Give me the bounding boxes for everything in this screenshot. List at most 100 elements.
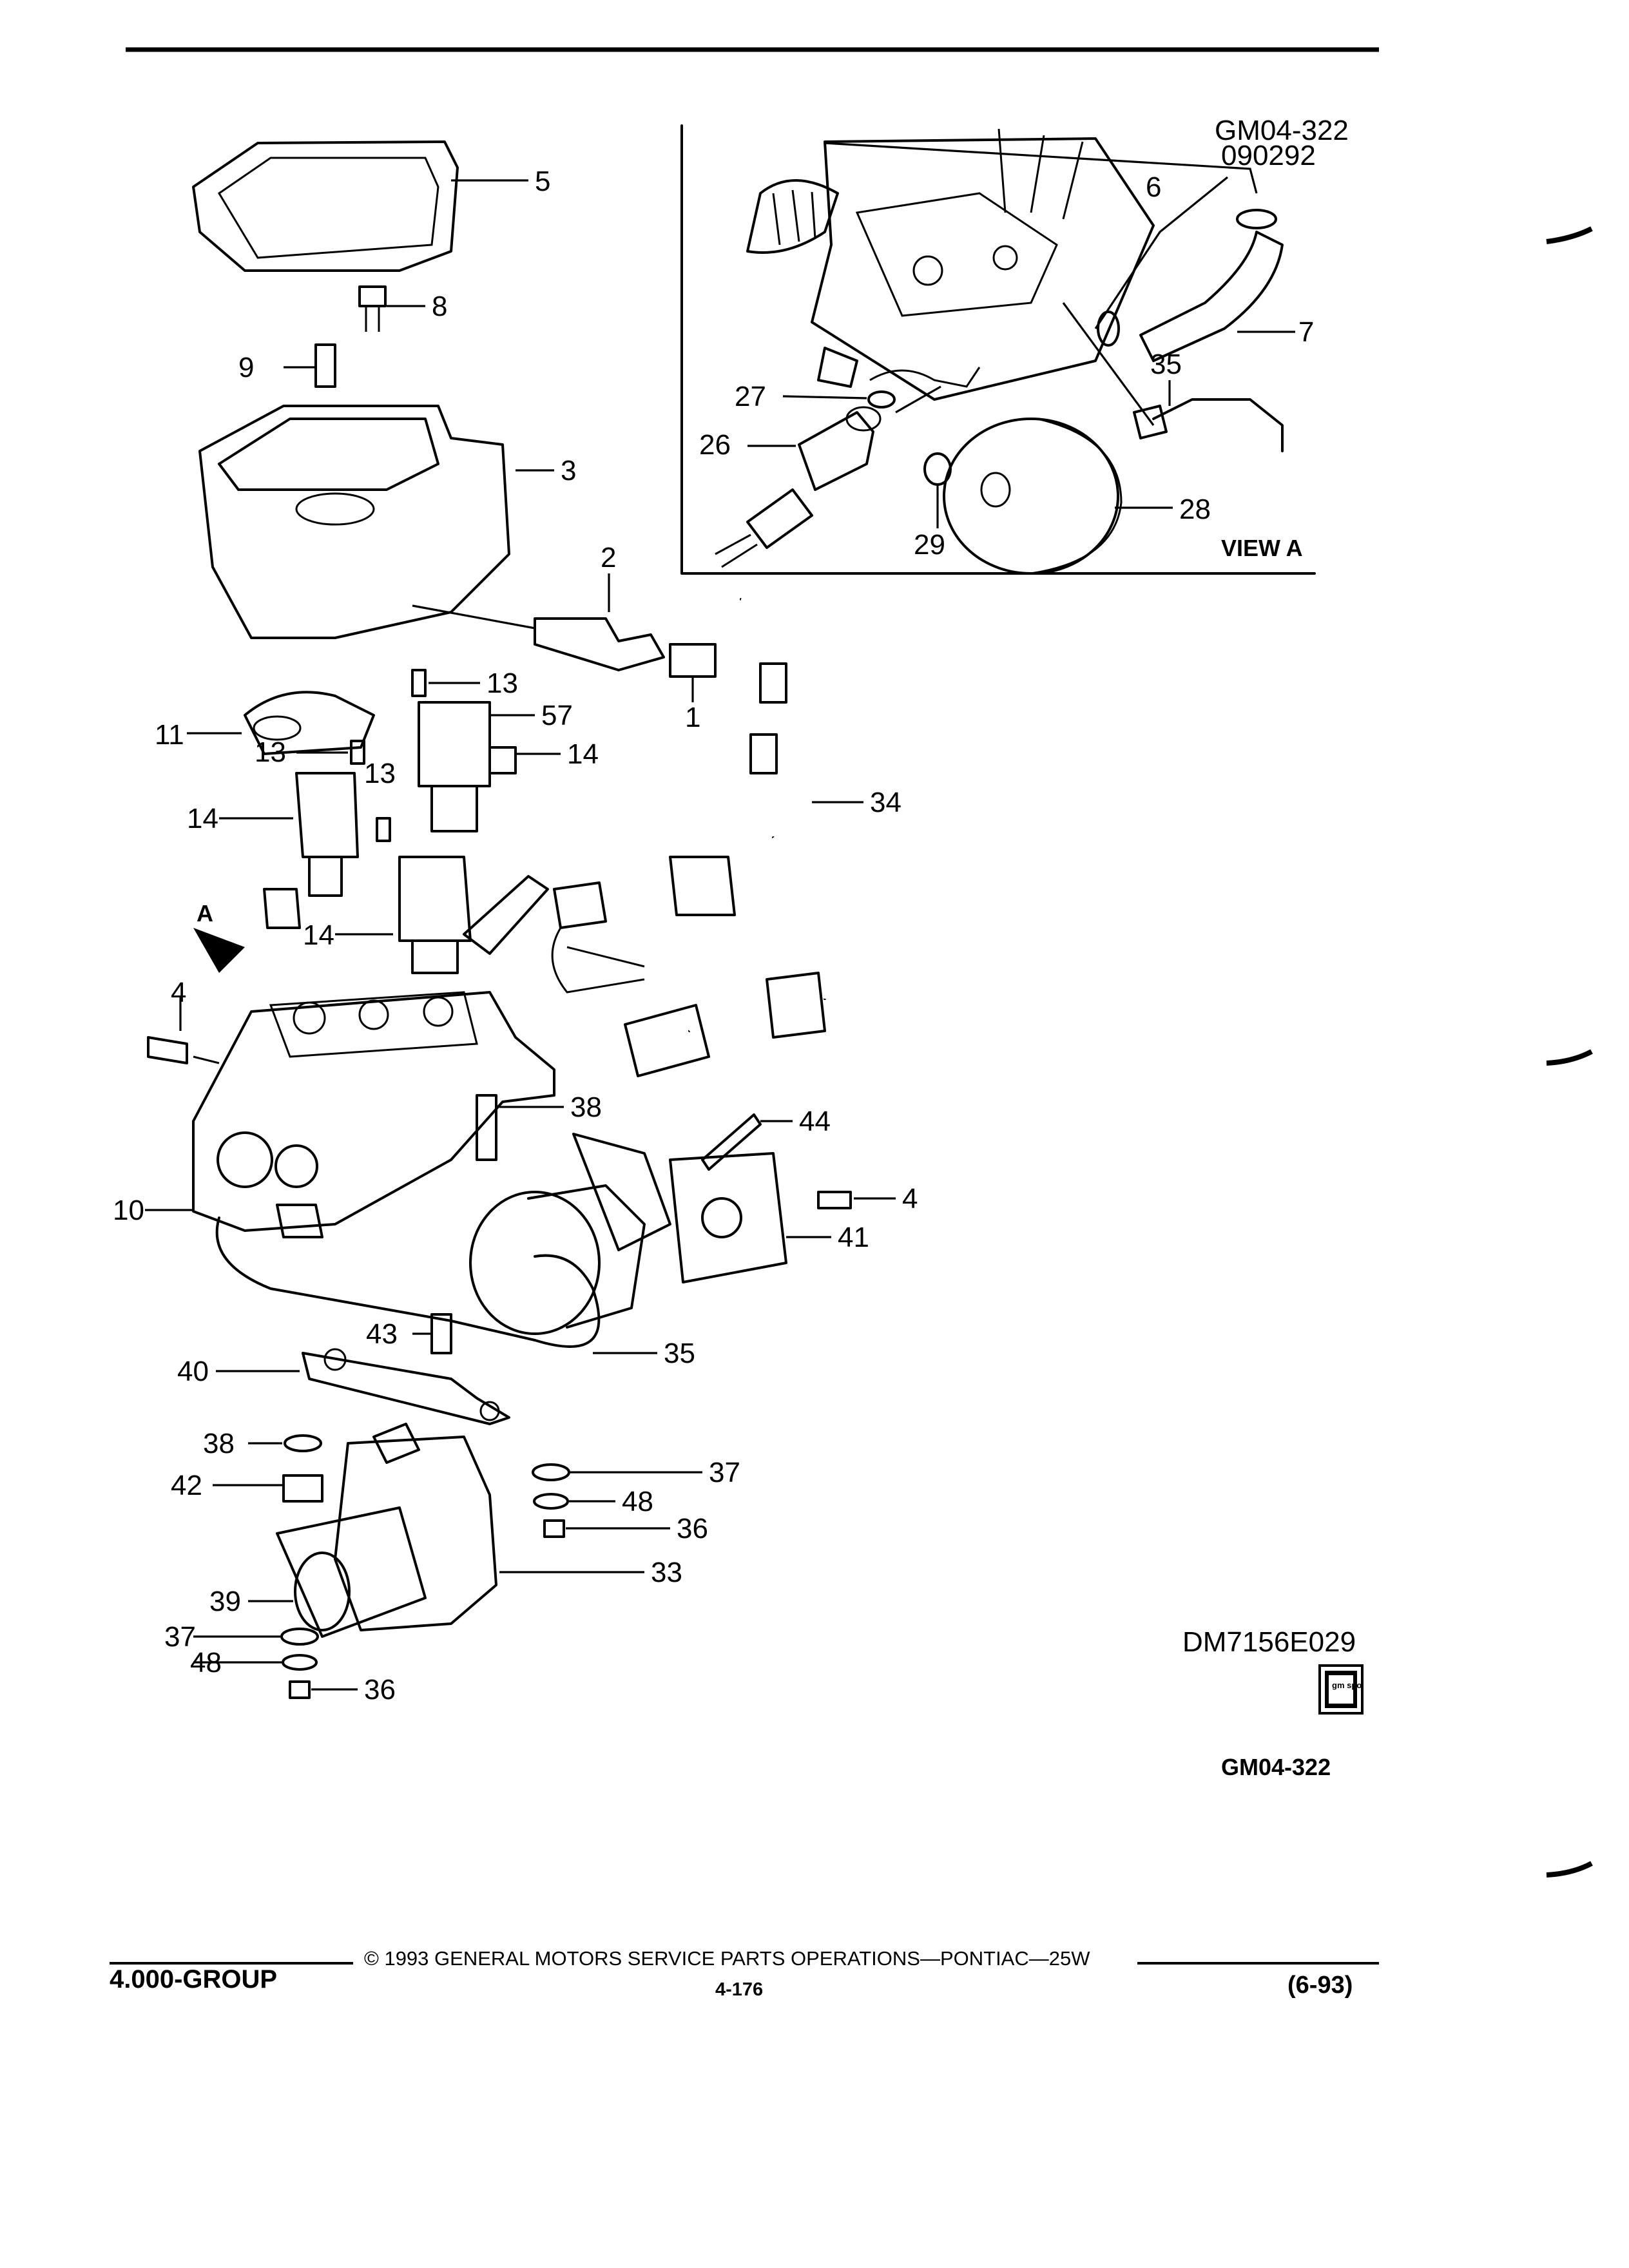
screw-8 (358, 285, 387, 307)
callout-48b: 48 (190, 1647, 222, 1678)
callout-labels: 5 8 9 3 2 13 57 1 11 13 14 13 14 34 14 4… (113, 166, 1314, 1706)
callout-57: 57 (541, 700, 573, 731)
washer-48b (282, 1654, 318, 1671)
callout-38a: 38 (570, 1091, 602, 1123)
view-a-label: VIEW A (1221, 535, 1303, 561)
binder-mark-2 (1546, 1049, 1593, 1066)
callout-39: 39 (209, 1586, 241, 1617)
bolt-44 (701, 1113, 762, 1171)
screw-13b (350, 740, 365, 765)
accumulator-41 (469, 1191, 601, 1335)
gm-spo-logo: gm spo (1318, 1664, 1364, 1715)
screw-13a (411, 669, 427, 697)
callout-37b: 37 (164, 1621, 196, 1653)
washer-48 (533, 1493, 569, 1510)
callout-9: 9 (238, 352, 254, 383)
callout-13b: 13 (255, 736, 286, 768)
bracket-40 (302, 1352, 510, 1425)
plate-11 (244, 691, 375, 755)
logo-text: gm spo (1332, 1680, 1362, 1690)
view-a-arrow (193, 928, 245, 973)
hose-7 (1139, 231, 1284, 362)
view-a-inset: GM04-322 090292 VIEW A (680, 115, 1349, 575)
nut-36 (543, 1519, 565, 1538)
callout-7: 7 (1298, 316, 1314, 348)
callout-33: 33 (651, 1557, 682, 1588)
callout-35b: 35 (1150, 349, 1182, 380)
fitting-4b (817, 1191, 852, 1209)
callout-48a: 48 (622, 1486, 653, 1517)
callout-13a: 13 (487, 668, 518, 699)
footer-page-number: 4-176 (715, 1979, 764, 2000)
callout-10: 10 (113, 1195, 144, 1226)
callout-38b: 38 (203, 1428, 235, 1459)
inset-doc-code: GM04-322 (1215, 115, 1349, 146)
cover-5 (192, 140, 459, 272)
connector-1 (669, 643, 717, 678)
washer-38 (284, 1434, 322, 1452)
callout-14a: 14 (567, 738, 599, 770)
o-ring-27 (867, 390, 896, 408)
callout-27: 27 (735, 381, 766, 412)
screw-13c (376, 817, 391, 842)
callout-42: 42 (171, 1470, 202, 1501)
callout-36a: 36 (677, 1513, 708, 1544)
valve-body-10 (192, 991, 555, 1232)
callout-28: 28 (1179, 494, 1211, 525)
callout-36b: 36 (364, 1674, 396, 1706)
inset-connector (746, 179, 839, 254)
tube-35 (534, 1254, 601, 1348)
callout-4b: 4 (902, 1183, 918, 1215)
figure-code: GM04-322 (1221, 1754, 1331, 1780)
grommet-42 (282, 1474, 323, 1503)
callout-14c: 14 (303, 919, 334, 951)
inset-date-code: 090292 (1221, 140, 1316, 171)
callout-26: 26 (699, 429, 731, 461)
callout-41: 41 (838, 1222, 869, 1253)
callout-13c: 13 (364, 758, 396, 789)
view-a-arrow-label: A (197, 900, 213, 927)
callout-2: 2 (601, 542, 616, 573)
callout-34: 34 (870, 787, 901, 818)
solenoid-14b (398, 856, 472, 942)
callout-37a: 37 (709, 1457, 740, 1488)
solenoid-57 (418, 701, 491, 787)
nut-36b (289, 1680, 311, 1699)
callout-40: 40 (177, 1356, 209, 1387)
clamp-6 (1236, 209, 1277, 229)
callout-43: 43 (366, 1318, 398, 1350)
callout-4a: 4 (171, 977, 186, 1008)
callout-8: 8 (432, 291, 447, 322)
callout-5: 5 (535, 166, 550, 197)
inset-frame (680, 124, 1316, 575)
binder-mark-3 (1546, 1861, 1593, 1878)
stud-9 (314, 343, 336, 388)
washer-37b (280, 1628, 319, 1646)
solenoid-14a (295, 772, 359, 858)
washer-37 (532, 1463, 570, 1481)
footer-group: 4.000-GROUP (110, 1965, 278, 1994)
fitting-4a (147, 1036, 188, 1064)
callout-29: 29 (914, 529, 945, 561)
footer-copyright: © 1993 GENERAL MOTORS SERVICE PARTS OPER… (364, 1947, 1090, 1970)
switch-26 (798, 411, 874, 491)
motor-pack-33 (334, 1436, 497, 1631)
callout-44: 44 (799, 1106, 831, 1137)
footer-revision: (6-93) (1287, 1972, 1353, 1999)
bolt-43 (430, 1313, 452, 1354)
motor-39 (294, 1552, 351, 1631)
callout-6: 6 (1146, 171, 1161, 203)
main-exploded-view (145, 140, 896, 1699)
stud-38 (476, 1094, 497, 1161)
reservoir-3 (198, 405, 510, 639)
callout-35a: 35 (664, 1338, 695, 1369)
figure-id: DM7156E029 (1182, 1626, 1356, 1658)
binder-mark-1 (1546, 226, 1593, 244)
sensor-2 (534, 617, 665, 671)
callout-1: 1 (685, 702, 700, 733)
inset-housing (811, 137, 1155, 401)
callout-11: 11 (155, 719, 184, 751)
callout-14b: 14 (187, 803, 218, 834)
